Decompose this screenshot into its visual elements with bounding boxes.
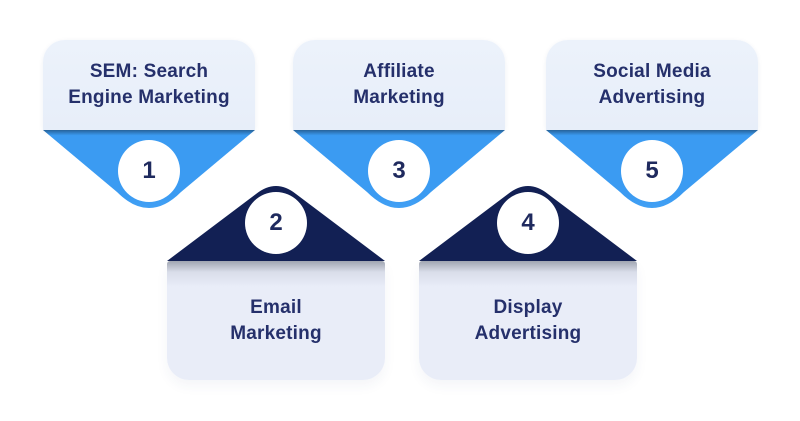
step-number-badge: 1 — [118, 140, 180, 202]
step-number-badge: 5 — [621, 140, 683, 202]
card-label-line-1: Display — [493, 296, 563, 318]
card-label-line-2: Marketing — [230, 322, 322, 344]
card-label-box: Display Advertising — [419, 261, 637, 380]
card-affiliate-marketing: Affiliate Marketing 3 — [293, 40, 505, 218]
card-label-box: Social Media Advertising — [546, 40, 758, 130]
card-label-box: Affiliate Marketing — [293, 40, 505, 130]
step-number: 2 — [269, 209, 283, 236]
card-label-line-1: Social Media — [593, 61, 711, 82]
step-number: 3 — [392, 157, 406, 184]
step-number: 5 — [645, 157, 659, 184]
card-label-box: Email Marketing — [167, 261, 385, 380]
card-email-marketing: Email Marketing 2 — [167, 178, 385, 380]
card-label-line-2: Advertising — [474, 322, 582, 344]
card-label-line-1: SEM: Search — [89, 61, 209, 82]
card-label-box: SEM: Search Engine Marketing — [43, 40, 255, 130]
step-number: 1 — [142, 157, 156, 184]
step-number-badge: 2 — [245, 192, 307, 254]
card-social-media-advertising: Social Media Advertising 5 — [546, 40, 758, 218]
step-number: 4 — [521, 209, 535, 236]
step-number-badge: 4 — [497, 192, 559, 254]
card-label-line-1: Affiliate — [363, 61, 435, 82]
card-label-line-2: Advertising — [598, 87, 706, 108]
card-display-advertising: Display Advertising 4 — [419, 178, 637, 380]
step-number-badge: 3 — [368, 140, 430, 202]
card-label-line-2: Engine Marketing — [68, 87, 230, 108]
card-label-line-2: Marketing — [353, 87, 445, 108]
card-sem-search-engine-marketing: SEM: Search Engine Marketing 1 — [43, 40, 255, 218]
card-label-line-1: Email — [250, 296, 302, 318]
